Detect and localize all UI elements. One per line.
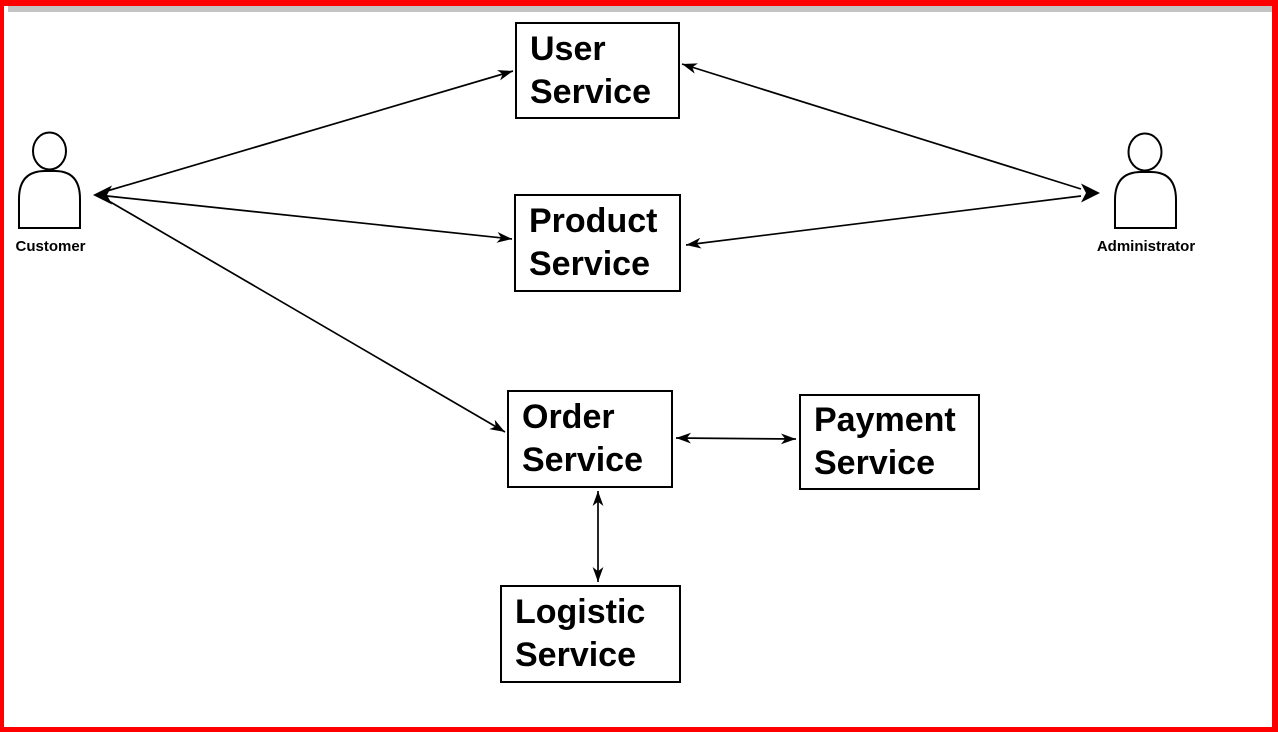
logistic-service-box: Logistic Service (500, 585, 681, 683)
arrowhead-to-administrator-icon (1081, 183, 1100, 203)
frame-border-bottom (0, 727, 1278, 732)
administrator-actor-icon (1114, 132, 1177, 229)
payment-service-label-line1: Payment (814, 401, 956, 439)
order-service-box: Order Service (507, 390, 673, 488)
customer-label: Customer (15, 238, 86, 255)
customer-actor-icon (18, 131, 81, 229)
order-service-label-line1: Order (522, 398, 615, 436)
edge-customer-product-service (106, 195, 513, 243)
administrator-label: Administrator (1096, 238, 1196, 255)
payment-service-label-line2: Service (814, 444, 935, 482)
edge-customer-order-service (106, 199, 506, 433)
edge-customer-user-service (106, 70, 514, 192)
frame-border-left (0, 0, 4, 732)
product-service-label-line1: Product (529, 202, 658, 240)
edge-administrator-product-service (685, 195, 1082, 249)
product-service-label-line2: Service (529, 245, 650, 283)
user-service-box: User Service (515, 22, 680, 119)
user-service-label-line2: Service (530, 72, 651, 111)
arrowhead-to-customer-icon (93, 185, 112, 205)
frame-border-top (0, 0, 1278, 6)
product-service-box: Product Service (514, 194, 681, 292)
edge-order-service-payment-service (675, 432, 797, 445)
logistic-service-label-line1: Logistic (515, 593, 646, 631)
frame-border-right (1272, 0, 1278, 732)
edge-administrator-user-service (681, 63, 1082, 190)
logistic-service-label-line2: Service (515, 636, 636, 674)
payment-service-box: Payment Service (799, 394, 980, 490)
top-strip (8, 6, 1272, 12)
user-service-label-line1: User (530, 29, 606, 68)
order-service-label-line2: Service (522, 441, 643, 479)
